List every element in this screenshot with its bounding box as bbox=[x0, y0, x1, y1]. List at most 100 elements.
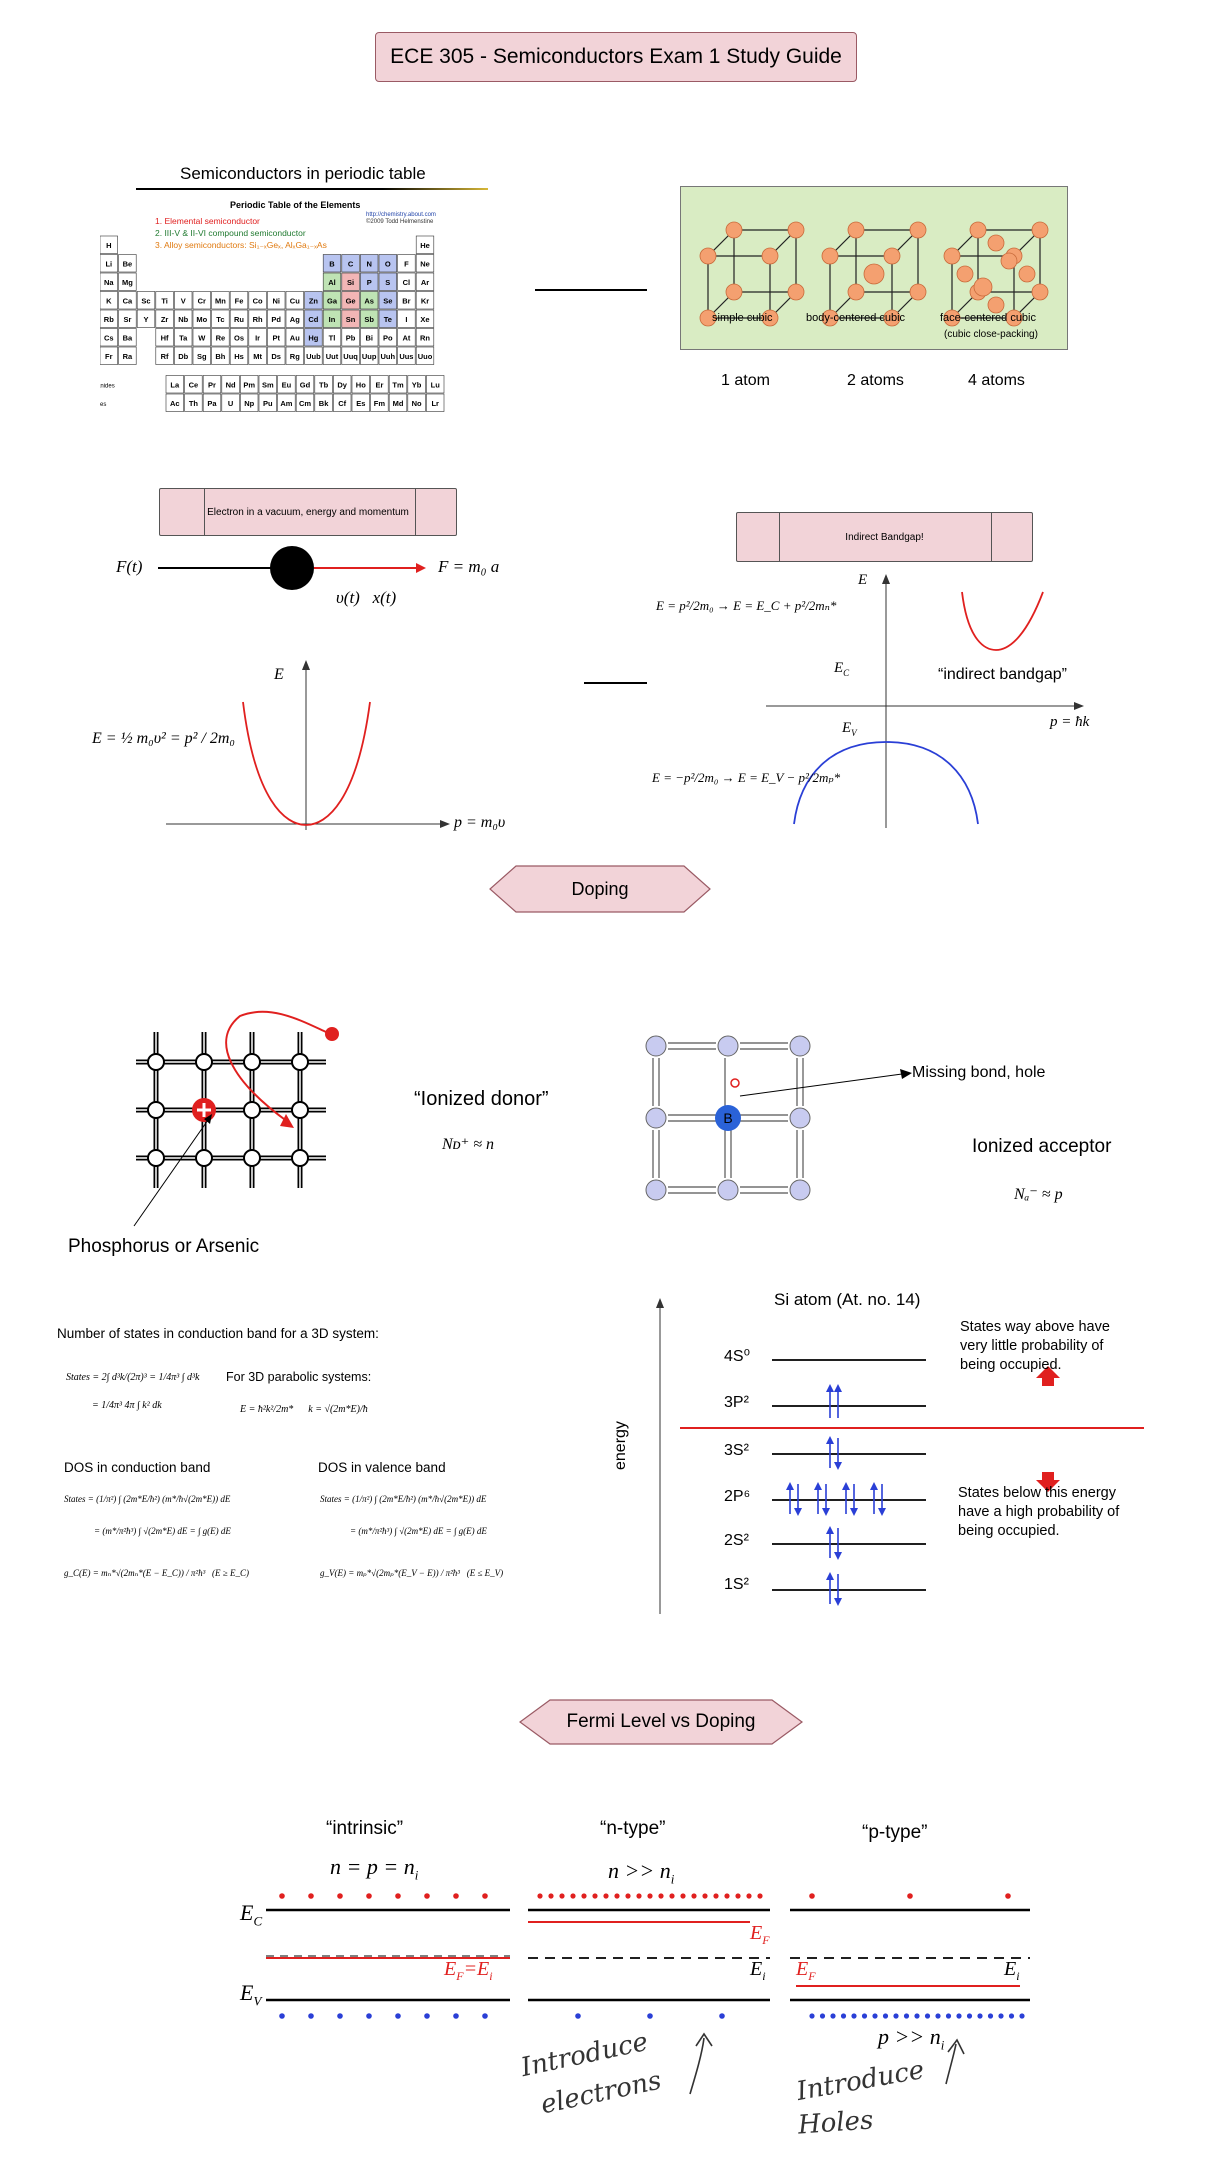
lattice-atom bbox=[1005, 309, 1023, 327]
bandgap-eq-v: E = −p²/2m₀ → E = E_V − p²/2mₚ* bbox=[652, 770, 841, 785]
element-cell bbox=[174, 328, 193, 347]
fermi-ptype-ef-sub: F bbox=[808, 1969, 816, 1983]
fermi-ptype-label: “p-type” bbox=[862, 1822, 928, 1843]
fermi-ntype-ei-sub: i bbox=[762, 1969, 766, 1983]
fermi-ptype-eq-main: p >> n bbox=[878, 2024, 941, 2049]
vacuum-axis-e: E bbox=[274, 666, 284, 683]
element-cell bbox=[248, 309, 267, 328]
page-title: ECE 305 - Semiconductors Exam 1 Study Gu… bbox=[375, 32, 857, 82]
element-cell bbox=[211, 328, 230, 347]
donor-eq: Nᴅ⁺ ≈ n bbox=[442, 1136, 495, 1153]
element-cell bbox=[351, 393, 370, 412]
element-symbol: Ti bbox=[161, 297, 168, 306]
acceptor-lattice: B bbox=[645, 1035, 811, 1201]
fermi-intrinsic-ef-sub: F bbox=[456, 1969, 464, 1983]
element-symbol: Ne bbox=[420, 260, 430, 269]
element-symbol: C bbox=[348, 260, 354, 269]
hole-dot bbox=[830, 2013, 836, 2019]
element-symbol: Lr bbox=[431, 399, 439, 408]
element-cell bbox=[267, 328, 286, 347]
element-symbol: Zn bbox=[309, 297, 319, 306]
element-symbol: Np bbox=[244, 399, 254, 408]
lattice-node bbox=[195, 1053, 213, 1071]
hole-dot bbox=[337, 2013, 343, 2019]
dos-cb-title: DOS in conduction band bbox=[64, 1460, 211, 1475]
conduction-band-curve bbox=[961, 591, 1044, 651]
element-symbol: V bbox=[181, 297, 186, 306]
bandgap-ev-sub: V bbox=[851, 728, 857, 738]
legend-item-2: 2. III-V & II-VI compound semiconductor bbox=[155, 228, 306, 238]
element-cell bbox=[304, 346, 323, 365]
element-symbol: Y bbox=[143, 315, 148, 324]
lattice-node bbox=[291, 1101, 309, 1119]
element-symbol: Ac bbox=[170, 399, 180, 408]
element-cell bbox=[360, 309, 379, 328]
element-cell bbox=[155, 291, 174, 310]
bandgap-note: “indirect bandgap” bbox=[938, 666, 1067, 683]
lattice-atom bbox=[987, 296, 1005, 314]
lattice-node bbox=[645, 1179, 667, 1201]
electron-dot bbox=[658, 1893, 664, 1899]
element-cell bbox=[314, 393, 333, 412]
element-cell bbox=[100, 291, 118, 310]
electron-dot bbox=[735, 1893, 741, 1899]
element-cell bbox=[304, 328, 323, 347]
donor-atom-label: Phosphorus or Arsenic bbox=[68, 1236, 260, 1257]
arrow-down-icon bbox=[1036, 1472, 1060, 1492]
dos-intro: Number of states in conduction band for … bbox=[57, 1326, 379, 1341]
fermi-ptype-ei-e: E bbox=[1004, 1958, 1017, 1980]
element-symbol: Cl bbox=[403, 278, 411, 287]
element-symbol: Uuo bbox=[418, 352, 433, 361]
element-cell bbox=[285, 346, 304, 365]
element-symbol: Os bbox=[234, 334, 244, 343]
motion-label: υ(t) x(t) bbox=[336, 588, 397, 607]
element-cell bbox=[322, 291, 342, 310]
element-cell bbox=[267, 291, 286, 310]
fermi-header-shape bbox=[518, 1699, 804, 1745]
vacuum-parabola bbox=[242, 701, 371, 826]
legend-item-3: 3. Alloy semiconductors: Si₁₋ₓGeₓ, AlₓGa… bbox=[155, 240, 327, 250]
vacuum-box: Electron in a vacuum, energy and momentu… bbox=[159, 488, 457, 536]
acceptor-label: Ionized acceptor bbox=[972, 1136, 1112, 1157]
element-cell bbox=[378, 328, 397, 347]
vacuum-energy-eq: E = ½ m₀υ² = p² / 2m₀ bbox=[92, 730, 235, 747]
donor-label: “Ionized donor” bbox=[414, 1088, 549, 1110]
element-symbol: Fe bbox=[235, 297, 244, 306]
fermi-intrinsic-eq-main: n = p = n bbox=[330, 1854, 415, 1879]
element-symbol: H bbox=[106, 241, 111, 250]
fermi-ptype-ei-sub: i bbox=[1016, 1969, 1020, 1983]
periodic-heading: Semiconductors in periodic table bbox=[180, 164, 426, 183]
element-cell bbox=[285, 291, 304, 310]
element-cell bbox=[426, 375, 445, 394]
element-cell bbox=[397, 254, 416, 273]
element-cell bbox=[415, 291, 435, 310]
fermi-ec-e: E bbox=[240, 1900, 254, 1925]
electron-dot bbox=[636, 1893, 642, 1899]
element-symbol: Tc bbox=[216, 315, 224, 324]
element-symbol: Ra bbox=[123, 352, 133, 361]
element-symbol: Ge bbox=[346, 297, 356, 306]
svg-text:= (m*/π²ħ³) ∫ √(2m*E) dE = ∫ g: = (m*/π²ħ³) ∫ √(2m*E) dE = ∫ g(E) dE bbox=[350, 1526, 487, 1537]
element-symbol: Li bbox=[105, 260, 112, 269]
element-cell bbox=[322, 309, 342, 328]
lattice-atom bbox=[909, 221, 927, 239]
element-cell bbox=[229, 346, 249, 365]
lattice-atom bbox=[909, 283, 927, 301]
atoms-fcc: 4 atoms bbox=[968, 372, 1025, 389]
element-symbol: Mg bbox=[122, 278, 133, 287]
element-cell bbox=[136, 309, 156, 328]
lattice-atom bbox=[956, 265, 974, 283]
fermi-ntype-ef: EF bbox=[750, 1922, 770, 1948]
svg-text:States = (1/π²) ∫ (2m*E/ħ²) (m: States = (1/π²) ∫ (2m*E/ħ²) (m*/ħ√(2m*E)… bbox=[64, 1494, 231, 1505]
periodic-table-title: Periodic Table of the Elements bbox=[230, 200, 361, 210]
element-cell bbox=[415, 309, 435, 328]
lattice-atom bbox=[969, 221, 987, 239]
element-cell bbox=[155, 309, 174, 328]
svg-text:= (m*/π²ħ³) ∫ √(2m*E) dE = ∫ g: = (m*/π²ħ³) ∫ √(2m*E) dE = ∫ g(E) dE bbox=[94, 1526, 231, 1537]
doping-header: Doping bbox=[571, 878, 629, 899]
electron-dot bbox=[424, 1893, 430, 1899]
element-cell bbox=[397, 309, 416, 328]
lattice-node bbox=[717, 1179, 739, 1201]
fermi-ptype-eq-sub: i bbox=[940, 2037, 945, 2053]
dos-cb-eq: g_C(E) = mₙ*√(2mₙ*(E − E_C)) / π²ħ³ (E ≥… bbox=[64, 1568, 249, 1578]
